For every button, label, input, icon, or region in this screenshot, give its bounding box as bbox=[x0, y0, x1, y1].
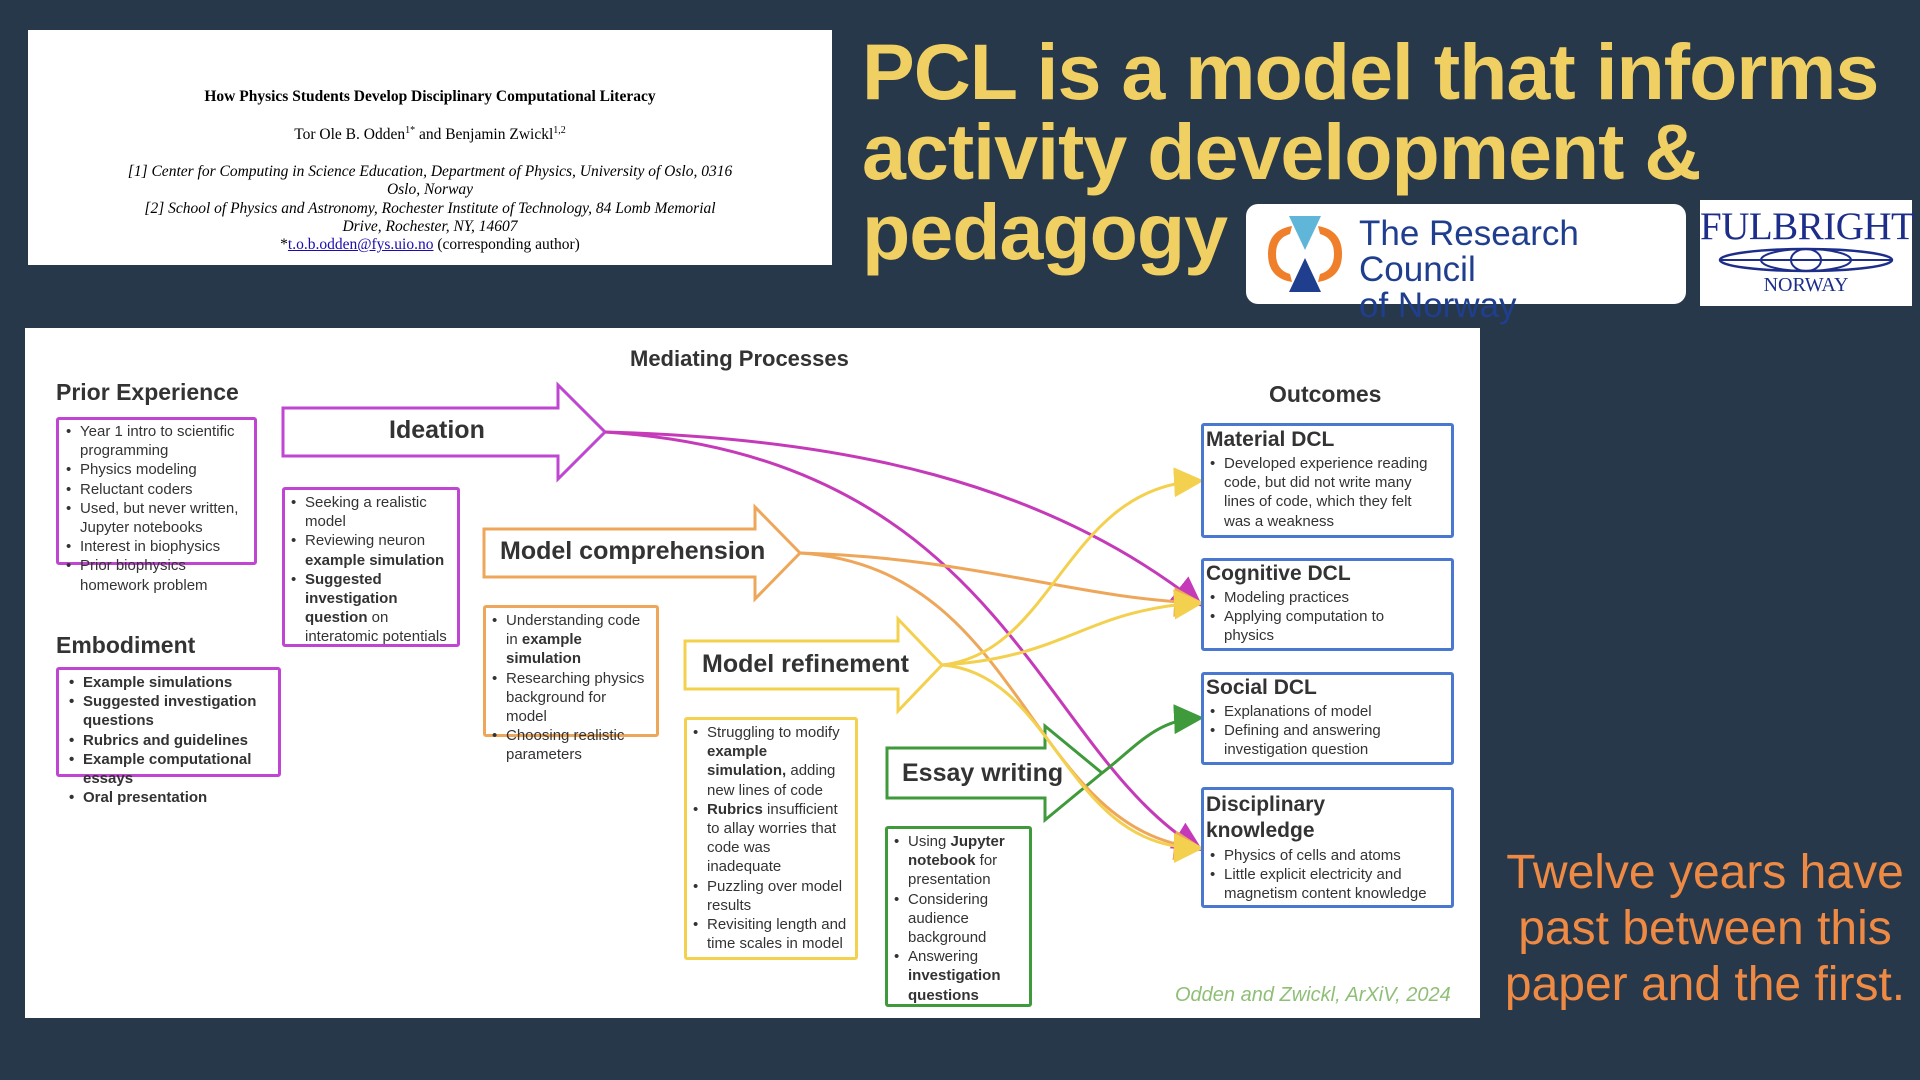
refinement-arrow bbox=[683, 615, 945, 715]
essay-label: Essay writing bbox=[902, 759, 1064, 787]
comprehension-arrow bbox=[482, 503, 803, 603]
list-item: Modeling practices bbox=[1210, 588, 1384, 607]
disciplinary-knowledge-box: Disciplinary knowledge Physics of cells … bbox=[1201, 787, 1454, 908]
flow-refinement-material bbox=[941, 467, 1204, 667]
social-dcl-title: Social DCL bbox=[1206, 676, 1317, 699]
flow-essay-social bbox=[1101, 704, 1204, 775]
list-item: Oral presentation bbox=[69, 788, 256, 807]
mediating-processes-title: Mediating Processes bbox=[630, 346, 849, 371]
flow-refinement-disciplinary bbox=[941, 663, 1204, 863]
material-dcl-title: Material DCL bbox=[1206, 428, 1335, 451]
research-council-logo: The Research Council of Norway bbox=[1246, 204, 1686, 324]
email-link[interactable]: t.o.b.odden@fys.uio.no bbox=[287, 236, 434, 253]
list-item: Physics of cells and atoms bbox=[1210, 846, 1427, 865]
diagram-citation: Odden and Zwickl, ArXiV, 2024 bbox=[1175, 984, 1451, 1006]
list-item: Reluctant coders bbox=[66, 480, 238, 499]
footer-note: Twelve years have past between this pape… bbox=[1504, 846, 1906, 1011]
essay-arrow bbox=[885, 722, 1105, 824]
cognitive-dcl-title: Cognitive DCL bbox=[1206, 562, 1351, 585]
cognitive-dcl-box: Cognitive DCL Modeling practices Applyin… bbox=[1201, 558, 1454, 651]
outcomes-heading: Outcomes bbox=[1269, 381, 1382, 407]
flow-ideation-cognitive bbox=[604, 430, 1203, 607]
headline: PCL is a model that informs activity dev… bbox=[862, 27, 1879, 276]
list-item: Example simulations bbox=[69, 673, 256, 692]
refinement-label: Model refinement bbox=[702, 650, 909, 678]
paper-affiliation-2: [2] School of Physics and Astronomy, Roc… bbox=[144, 200, 716, 235]
flow-refinement-cognitive bbox=[941, 589, 1204, 667]
rcn-wordmark: The Research Council of Norway bbox=[1359, 214, 1579, 325]
embodiment-heading: Embodiment bbox=[56, 632, 196, 658]
paper-authors: Tor Ole B. Odden1* and Benjamin Zwickl1,… bbox=[294, 125, 566, 144]
comprehension-label: Model comprehension bbox=[500, 537, 766, 565]
list-item: Explanations of model bbox=[1210, 702, 1381, 721]
list-item: Used, but never written,Jupyter notebook… bbox=[66, 499, 238, 537]
ideation-label: Ideation bbox=[389, 416, 485, 444]
prior-experience-heading: Prior Experience bbox=[56, 379, 239, 405]
pcl-model-diagram: Mediating Processes Prior Experience Yea… bbox=[25, 328, 1480, 1018]
material-dcl-box: Material DCL Developed experience readin… bbox=[1201, 423, 1454, 538]
list-item: Interest in biophysics bbox=[66, 537, 238, 556]
social-dcl-box: Social DCL Explanations of model Definin… bbox=[1201, 672, 1454, 765]
paper-affiliation-1: [1] Center for Computing in Science Educ… bbox=[127, 163, 733, 198]
ideation-arrow bbox=[281, 381, 608, 483]
embodiment-box: Example simulations Suggested investigat… bbox=[56, 667, 281, 808]
fulbright-logo: FULBRIGHT NORWAY bbox=[1700, 200, 1915, 306]
globe-icon bbox=[1718, 247, 1894, 273]
paper-header-card: How Physics Students Develop Disciplinar… bbox=[28, 30, 832, 265]
list-item: Physics modeling bbox=[66, 460, 238, 479]
paper-email-line: *t.o.b.odden@fys.uio.no (corresponding a… bbox=[280, 236, 580, 253]
flow-comprehension-disciplinary bbox=[799, 551, 1204, 861]
diagram-connectors bbox=[281, 381, 1204, 863]
list-item: Rubrics and guidelines bbox=[69, 731, 256, 750]
flow-ideation-disciplinary bbox=[604, 430, 1204, 852]
disciplinary-knowledge-title: Disciplinary knowledge bbox=[1206, 793, 1326, 842]
list-item: Little explicit electricity andmagnetism… bbox=[1210, 865, 1427, 903]
flow-comprehension-cognitive bbox=[799, 551, 1204, 618]
rcn-hourglass-icon bbox=[1268, 216, 1342, 292]
fulbright-wordmark: FULBRIGHT bbox=[1700, 205, 1915, 248]
paper-title: How Physics Students Develop Disciplinar… bbox=[204, 88, 656, 105]
fulbright-country: NORWAY bbox=[1763, 274, 1849, 296]
